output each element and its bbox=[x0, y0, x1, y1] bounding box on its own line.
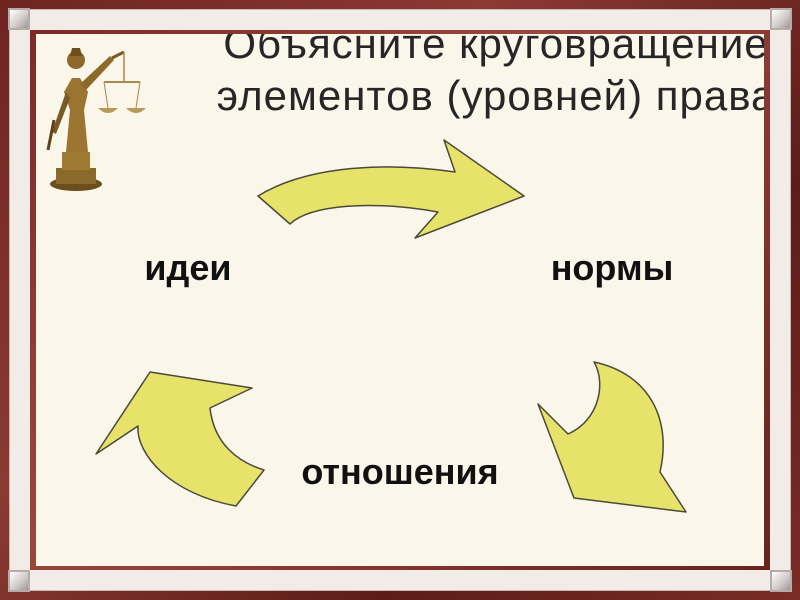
corner-ornament-top-left bbox=[8, 8, 30, 30]
corner-ornament-bottom-left bbox=[8, 570, 30, 592]
corner-ornament-bottom-right bbox=[770, 570, 792, 592]
node-relations: отношения bbox=[301, 451, 498, 492]
arrow-norms-to-relations bbox=[537, 361, 687, 513]
node-ideas: идеи bbox=[144, 247, 231, 288]
arrow-relations-to-ideas bbox=[95, 371, 265, 507]
arrow-ideas-to-norms bbox=[257, 139, 525, 239]
slide-title: Объясните круговращение элементов (уровн… bbox=[216, 34, 764, 119]
lady-justice-statue-icon bbox=[46, 48, 146, 191]
corner-ornament-top-right bbox=[770, 8, 792, 30]
node-norms: нормы bbox=[551, 247, 674, 288]
